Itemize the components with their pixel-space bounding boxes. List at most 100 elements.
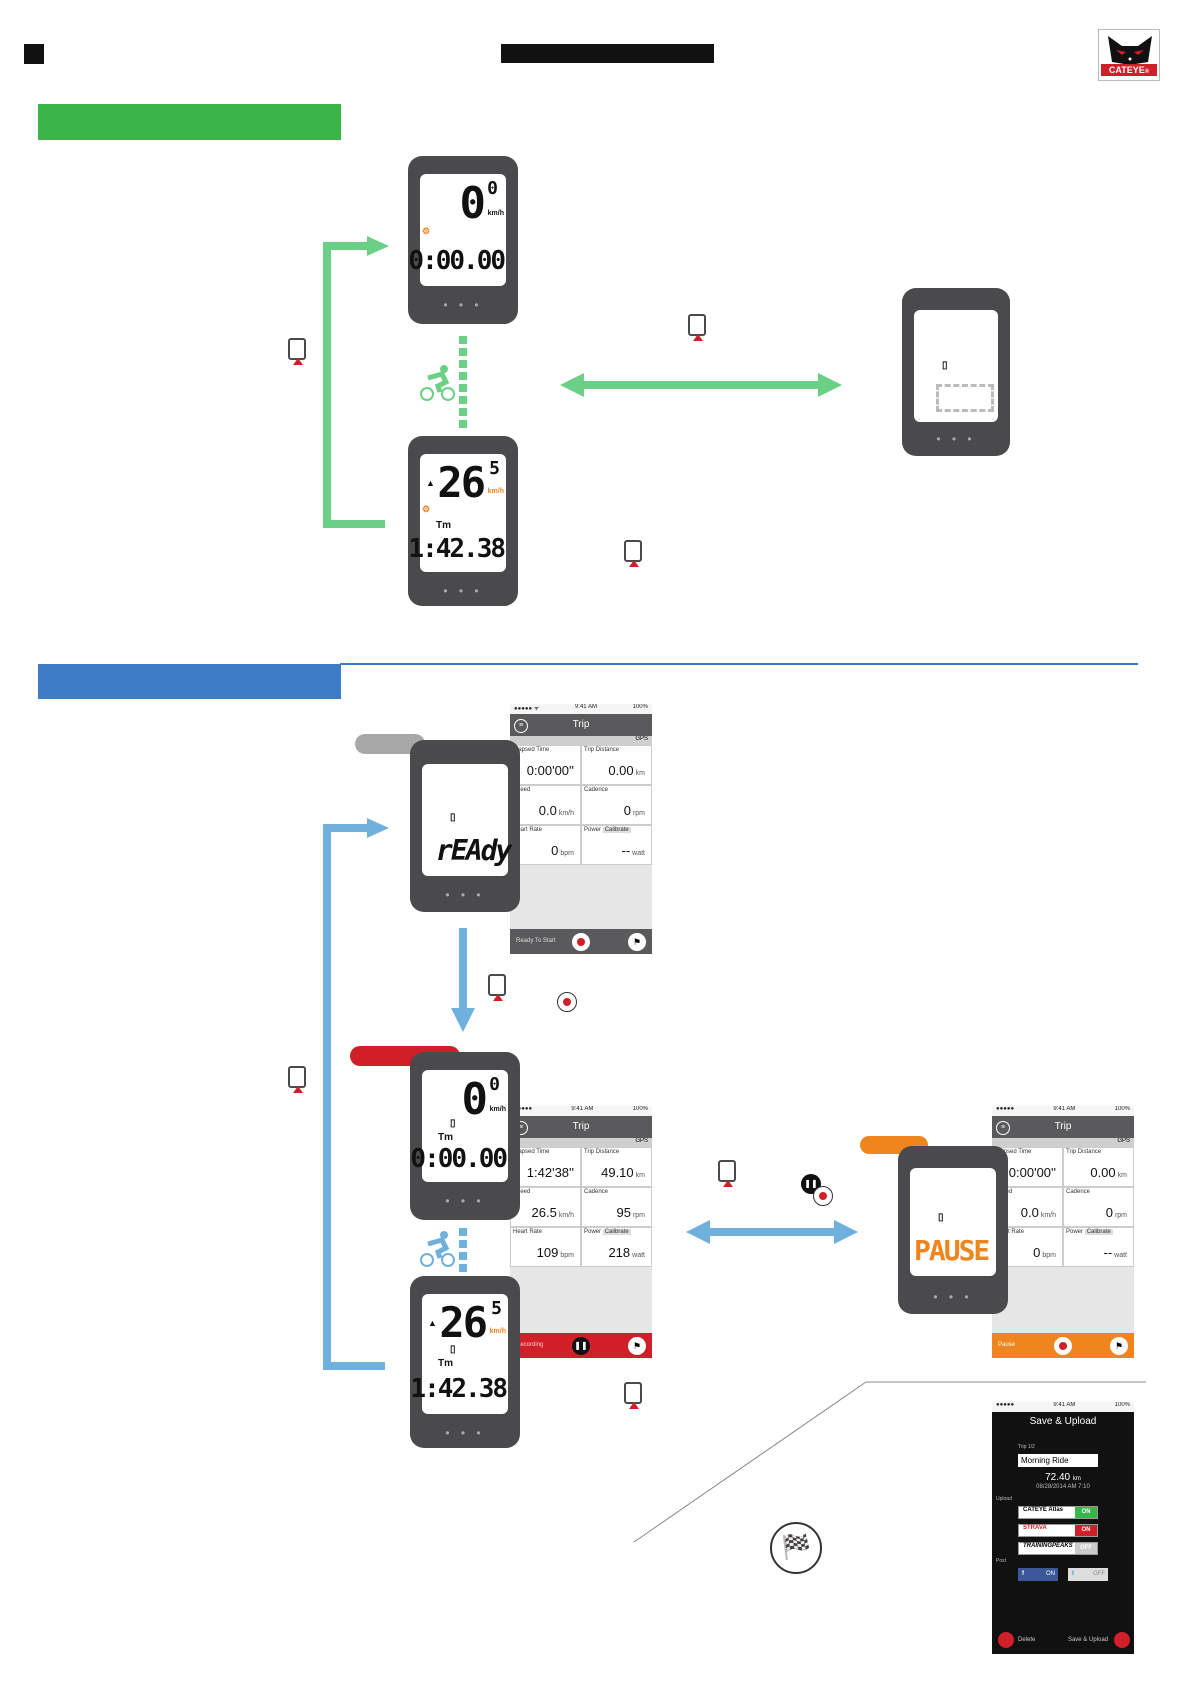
cateye-logo: CATEYE® bbox=[1098, 29, 1160, 81]
phone-bottom-bar: Recording ❚❚ ⚑ bbox=[510, 1333, 652, 1358]
button-press-icon bbox=[288, 1066, 308, 1094]
cycle-computer-paused: ▯ PAUSE • • • bbox=[898, 1146, 1008, 1314]
device-dots: • • • bbox=[445, 888, 485, 902]
speed-digits: 26 bbox=[437, 458, 486, 507]
menu-icon[interactable]: ≡ bbox=[996, 1121, 1010, 1135]
speed-decimal: 0 bbox=[487, 178, 498, 199]
blue-arrow-right-head bbox=[834, 1220, 858, 1244]
speed-digits: 0 bbox=[461, 1074, 488, 1125]
trend-arrow-icon: ▲ bbox=[426, 478, 435, 488]
finish-flag-button[interactable]: ⚑ bbox=[628, 933, 646, 951]
save-title: Save & Upload bbox=[1029, 1416, 1097, 1427]
calibrate-button[interactable]: Calibrate bbox=[602, 1229, 631, 1235]
ready-text: rEAdy bbox=[436, 834, 512, 867]
button-press-icon bbox=[718, 1160, 738, 1188]
menu-icon[interactable]: ≡ bbox=[514, 719, 528, 733]
blue-dashed-line bbox=[459, 1228, 467, 1276]
callout-line bbox=[634, 1381, 1146, 1543]
green-bracket-vertical bbox=[323, 242, 331, 528]
record-symbol-icon bbox=[557, 992, 577, 1012]
cycle-computer-ready: ▯ rEAdy • • • bbox=[410, 740, 520, 912]
green-dashed-line bbox=[459, 336, 467, 432]
finish-flag-button[interactable]: ⚑ bbox=[1110, 1337, 1128, 1355]
save-bottom-bar: Delete Save & Upload bbox=[992, 1626, 1134, 1654]
cycle-computer-recording: 0 0 km/h ▯ Tm 0:00.00 • • • bbox=[410, 1052, 520, 1220]
trip-name-input[interactable]: Morning Ride bbox=[1018, 1454, 1098, 1467]
button-press-icon bbox=[488, 974, 508, 1002]
blue-arrow-head bbox=[367, 818, 389, 838]
delete-button[interactable] bbox=[998, 1632, 1014, 1648]
speed-unit: km/h bbox=[487, 210, 504, 217]
tm-label: Tm bbox=[438, 1132, 453, 1143]
record-symbol-icon bbox=[813, 1186, 833, 1206]
upload-button[interactable] bbox=[1114, 1632, 1130, 1648]
gray-tag bbox=[355, 734, 425, 754]
phone-icon: ▯ bbox=[942, 360, 948, 371]
speed-decimal: 0 bbox=[489, 1074, 500, 1095]
pause-text: PAUSE bbox=[914, 1234, 990, 1267]
trip-time-digits: 1:42.38 bbox=[410, 1374, 508, 1404]
phone-icon: ▯ bbox=[938, 1212, 944, 1223]
phone-title: Trip bbox=[572, 719, 590, 730]
cyclist-icon bbox=[420, 1231, 455, 1267]
calibrate-button[interactable]: Calibrate bbox=[602, 827, 631, 833]
speed-digits: 0 bbox=[459, 178, 486, 229]
phone-icon: ▯ bbox=[450, 812, 456, 823]
dashed-box bbox=[936, 384, 994, 412]
device-dots: • • • bbox=[933, 1290, 973, 1304]
green-arrow-head bbox=[367, 236, 389, 256]
sensor-status-bar: GPS bbox=[510, 736, 652, 745]
finish-flag-icon: 🏁 bbox=[770, 1522, 822, 1574]
blue-double-arrow-shaft bbox=[706, 1228, 836, 1236]
trip-time-digits: 0:00.00 bbox=[408, 246, 506, 276]
trip-time-digits: 1:42.38 bbox=[408, 534, 506, 564]
phone-bottom-bar: Ready To Start ⚑ bbox=[510, 929, 652, 954]
button-press-icon bbox=[624, 1382, 644, 1410]
cycle-computer-recording-moving: ▲ 26 5 km/h ▯ Tm 1:42.38 • • • bbox=[410, 1276, 520, 1448]
phone-icon: ▯ bbox=[450, 1118, 456, 1129]
device-dots: • • • bbox=[445, 1426, 485, 1440]
corner-square bbox=[24, 44, 44, 64]
record-button[interactable] bbox=[572, 933, 590, 951]
blue-bracket-vertical bbox=[323, 824, 331, 1370]
speed-decimal: 5 bbox=[491, 1298, 502, 1319]
tm-label: Tm bbox=[436, 520, 451, 531]
trend-arrow-icon: ▲ bbox=[428, 1318, 437, 1328]
green-bracket-top bbox=[323, 242, 369, 250]
button-press-icon bbox=[624, 540, 644, 568]
phone-icon: ▯ bbox=[450, 1344, 456, 1355]
speed-unit: km/h bbox=[487, 488, 504, 495]
green-arrow-left-head bbox=[560, 373, 584, 397]
blue-bracket-bottom bbox=[323, 1362, 385, 1370]
finish-flag-button[interactable]: ⚑ bbox=[628, 1337, 646, 1355]
tm-label: Tm bbox=[438, 1358, 453, 1369]
device-dots: • • • bbox=[443, 584, 483, 598]
blue-down-arrow-head bbox=[451, 1008, 475, 1032]
button-press-icon bbox=[288, 338, 308, 366]
speed-decimal: 5 bbox=[489, 458, 500, 479]
header-bar bbox=[501, 44, 714, 63]
device-dots: • • • bbox=[443, 298, 483, 312]
section2-divider-line bbox=[340, 663, 1138, 665]
green-arrow-right-head bbox=[818, 373, 842, 397]
button-press-icon bbox=[688, 314, 708, 342]
cyclist-icon bbox=[420, 365, 455, 401]
calibrate-button[interactable]: Calibrate bbox=[1084, 1229, 1113, 1235]
pause-button[interactable]: ❚❚ bbox=[572, 1337, 590, 1355]
speed-digits: 26 bbox=[439, 1298, 488, 1347]
trip-time-digits: 0:00.00 bbox=[410, 1144, 508, 1174]
sensor-icon: ⚙ bbox=[422, 226, 431, 236]
green-double-arrow-shaft bbox=[580, 381, 820, 389]
logo-text: CATEYE® bbox=[1101, 64, 1157, 76]
record-button[interactable] bbox=[1054, 1337, 1072, 1355]
blue-arrow-left-head bbox=[686, 1220, 710, 1244]
device-dots: • • • bbox=[445, 1194, 485, 1208]
